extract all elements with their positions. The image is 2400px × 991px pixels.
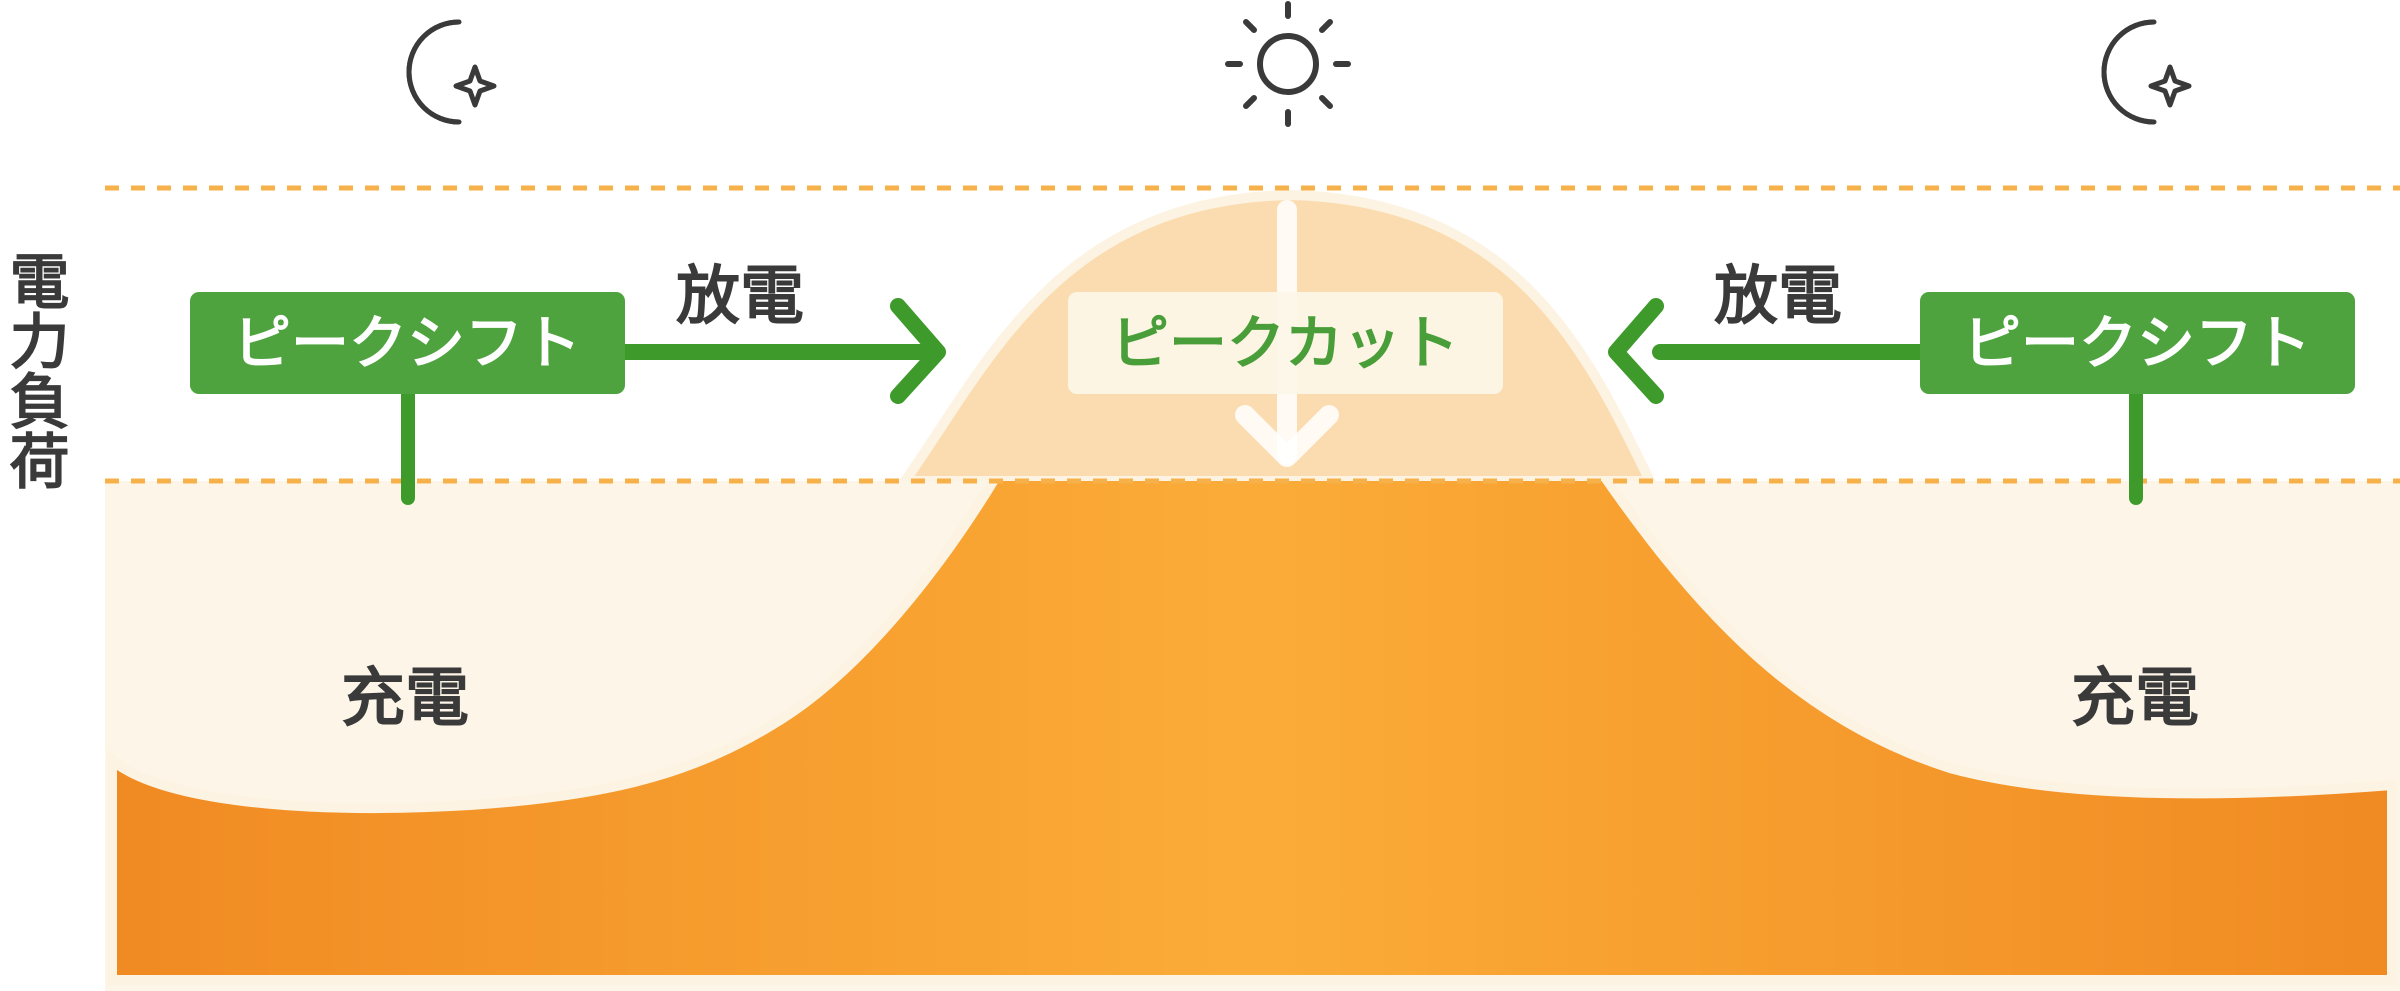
discharge-arrow-left <box>612 298 946 404</box>
discharge-label-right: 放電 <box>1714 260 1842 334</box>
peak-shift-label-right: ピークシフト <box>1963 309 2311 377</box>
peak-shift-box-left <box>190 292 625 394</box>
peak-shift-label-left: ピークシフト <box>233 309 581 377</box>
peak-shift-box-right <box>1920 292 2355 394</box>
moon-stars-icon <box>406 19 497 125</box>
y-axis-label: 電力負荷 <box>0 250 69 490</box>
moon-stars-icon <box>2101 19 2192 125</box>
sun-icon <box>1225 1 1351 127</box>
load-curve-area <box>107 481 2397 985</box>
charge-label-right: 充電 <box>2071 662 2199 736</box>
peak-cut-box <box>1068 292 1503 394</box>
charge-label-left: 充電 <box>341 662 469 736</box>
discharge-arrow-right <box>1608 298 1928 404</box>
peak-cut-label: ピークカット <box>1111 309 1459 377</box>
discharge-label-left: 放電 <box>676 260 804 334</box>
